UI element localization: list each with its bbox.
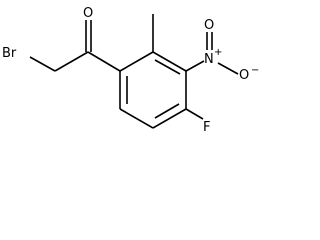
nitro-oxygen-charge: − (251, 65, 259, 76)
atom-carbonyl-oxygen: O (83, 6, 93, 21)
atom-nitro-oxygen-right: O (239, 68, 249, 83)
bond-br-ch2 (29, 56, 56, 72)
atom-nitro-nitrogen: N (204, 52, 214, 67)
atom-fluorine: F (203, 120, 210, 135)
ring-bond-c5-c6 (119, 108, 154, 129)
ring-inner-double-1 (154, 59, 181, 75)
ring-bond-c4-c5 (152, 108, 187, 129)
ring-bond-c2-c3 (152, 51, 187, 72)
bond-ring-nitro (185, 60, 205, 72)
ring-inner-double-2 (154, 103, 180, 119)
bond-nitro-o-right (217, 62, 239, 75)
nitro-nitrogen-charge: + (214, 47, 222, 58)
bond-ring-fluorine (185, 108, 204, 120)
atom-bromine: Br (2, 46, 17, 61)
bond-ch2-carbonyl (54, 51, 89, 72)
chemical-structure-diagram: Br O N + O O − F (2, 6, 259, 135)
ring-bond-c1-c2 (119, 51, 154, 72)
bond-carbonyl-ring (87, 51, 121, 72)
atom-nitro-oxygen-top: O (204, 18, 214, 33)
